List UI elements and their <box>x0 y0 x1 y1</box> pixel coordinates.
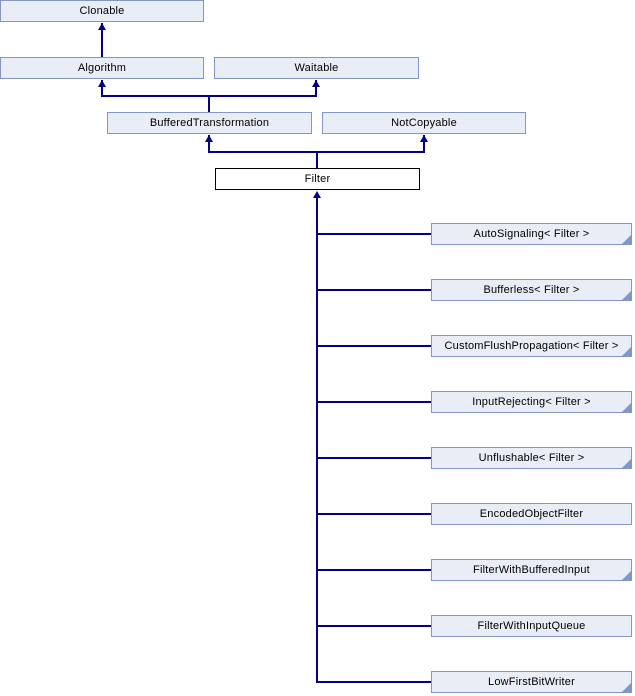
class-node-label: EncodedObjectFilter <box>479 508 584 520</box>
truncated-corner-icon <box>622 291 631 300</box>
class-node-algorithm[interactable]: Algorithm <box>0 57 204 79</box>
class-node-bufferedtransformation[interactable]: BufferedTransformation <box>107 112 312 134</box>
class-node-unflushable[interactable]: Unflushable< Filter > <box>431 447 632 469</box>
edge-algorithm-clonable <box>101 23 103 57</box>
edge-branch-bufferless <box>316 289 431 291</box>
edge-branch-unflushable <box>316 457 431 459</box>
truncated-corner-icon <box>622 459 631 468</box>
class-node-filter-current: Filter <box>215 168 420 190</box>
class-node-label: Filter <box>304 173 331 185</box>
class-node-waitable[interactable]: Waitable <box>214 57 419 79</box>
edge-stub-bufferedtransformation <box>208 135 210 152</box>
class-node-label: Unflushable< Filter > <box>478 452 585 464</box>
class-node-clonable[interactable]: Clonable <box>0 0 204 22</box>
class-node-notcopyable[interactable]: NotCopyable <box>322 112 526 134</box>
arrow-up-icon <box>313 191 321 198</box>
edge-bufferedtransformation-up <box>208 95 210 112</box>
edge-branch-customflushpropagation <box>316 345 431 347</box>
class-node-encodedobjectfilter[interactable]: EncodedObjectFilter <box>431 503 632 525</box>
class-node-label: AutoSignaling< Filter > <box>473 228 590 240</box>
class-node-label: Bufferless< Filter > <box>483 284 580 296</box>
edge-branch-encodedobjectfilter <box>316 513 431 515</box>
arrow-up-icon <box>312 80 320 87</box>
class-node-lowfirstbitwriter[interactable]: LowFirstBitWriter <box>431 671 632 693</box>
class-node-bufferless[interactable]: Bufferless< Filter > <box>431 279 632 301</box>
arrow-up-icon <box>98 80 106 87</box>
class-node-label: InputRejecting< Filter > <box>472 396 591 408</box>
class-node-filterwithinputqueue[interactable]: FilterWithInputQueue <box>431 615 632 637</box>
truncated-corner-icon <box>622 347 631 356</box>
class-node-customflushpropagation[interactable]: CustomFlushPropagation< Filter > <box>431 335 632 357</box>
class-node-inputrejecting[interactable]: InputRejecting< Filter > <box>431 391 632 413</box>
arrow-up-icon <box>205 135 213 142</box>
class-node-label: LowFirstBitWriter <box>488 676 575 688</box>
edge-stub-notcopyable <box>423 135 425 152</box>
edge-stub-algorithm <box>101 80 103 96</box>
class-node-label: Algorithm <box>77 62 127 74</box>
truncated-corner-icon <box>622 683 631 692</box>
edge-trunk-vertical <box>316 198 318 683</box>
arrow-up-icon <box>420 135 428 142</box>
class-node-label: CustomFlushPropagation< Filter > <box>444 340 619 352</box>
truncated-corner-icon <box>622 235 631 244</box>
truncated-corner-icon <box>622 403 631 412</box>
class-node-label: BufferedTransformation <box>149 117 270 129</box>
class-node-autosignaling[interactable]: AutoSignaling< Filter > <box>431 223 632 245</box>
arrow-up-icon <box>98 23 106 30</box>
edge-branch-inputrejecting <box>316 401 431 403</box>
class-node-label: NotCopyable <box>391 117 457 129</box>
edge-branch-lowfirstbitwriter <box>316 681 431 683</box>
class-node-label: Clonable <box>79 5 125 17</box>
edge-branch-autosignaling <box>316 233 431 235</box>
truncated-corner-icon <box>622 571 631 580</box>
edge-stub-waitable <box>315 80 317 96</box>
class-node-label: Waitable <box>294 62 339 74</box>
class-node-label: FilterWithBufferedInput <box>473 564 590 576</box>
edge-branch-filterwithinputqueue <box>316 625 431 627</box>
edge-filter-up <box>316 151 318 168</box>
class-node-filterwithbufferedinput[interactable]: FilterWithBufferedInput <box>431 559 632 581</box>
edge-branch-filterwithbufferedinput <box>316 569 431 571</box>
class-node-label: FilterWithInputQueue <box>477 620 586 632</box>
